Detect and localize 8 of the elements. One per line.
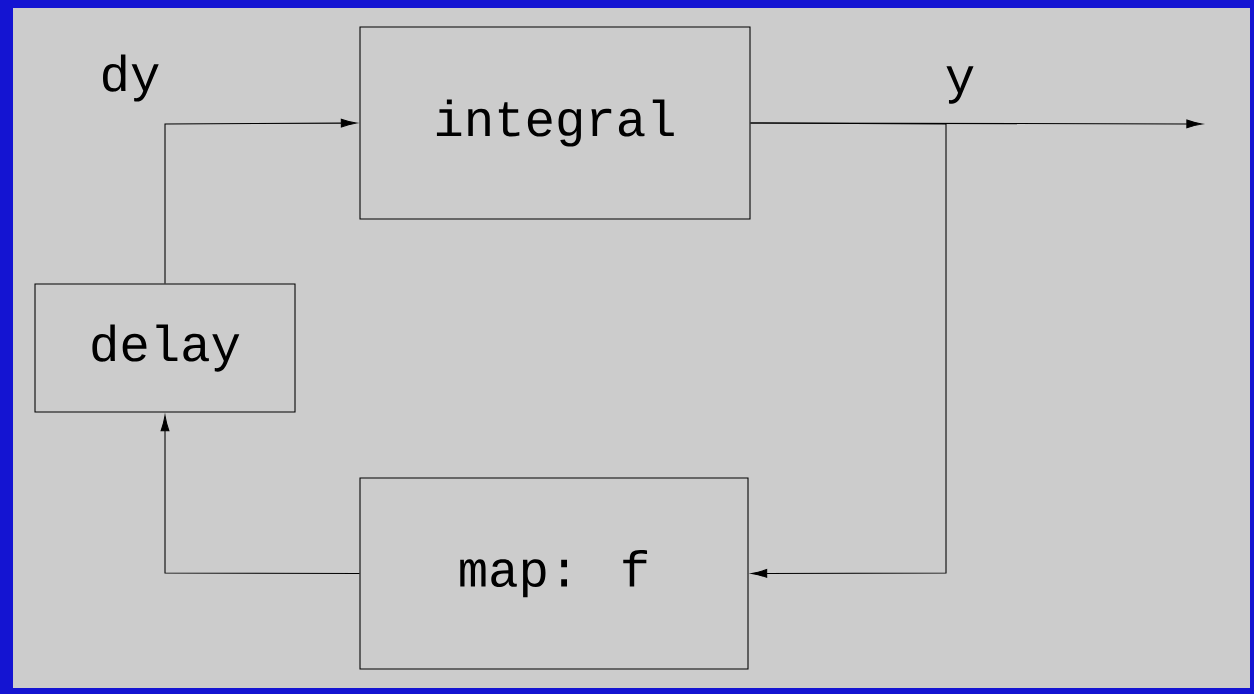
arrow — [750, 122, 947, 578]
process-box: delay — [34, 283, 296, 413]
arrow — [164, 118, 357, 284]
edge-label: y — [943, 65, 977, 105]
edge-label: dy — [98, 53, 162, 103]
process-box: map: f — [359, 477, 749, 670]
arrow — [160, 415, 360, 575]
process-box: integral — [359, 26, 751, 220]
